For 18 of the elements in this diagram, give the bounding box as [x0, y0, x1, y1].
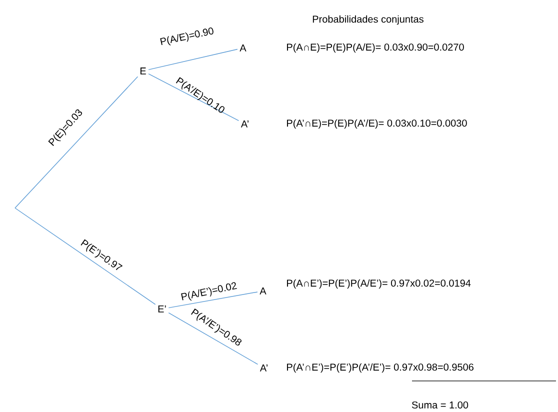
branch-line: [148, 48, 238, 70]
outcome-label: A’: [260, 364, 268, 372]
outcome-label: A’: [240, 120, 248, 128]
outcome-label: E’: [158, 306, 166, 312]
branch-line: [168, 312, 258, 365]
formula-text: P(A∩E)=P(E)P(A/E)= 0.03x0.90=0.0270: [287, 43, 464, 53]
outcome-label: A: [260, 288, 266, 294]
formula-text: Suma = 1.00: [412, 401, 468, 409]
branch-line: [14, 76, 138, 208]
outcome-label: E: [140, 68, 146, 74]
formula-text: Probabilidades conjuntas: [312, 15, 424, 25]
formula-text: P(A’∩E’)=P(E’)P(A’/E’)= 0.97x0.98=0.9506: [287, 363, 474, 373]
branch-line: [14, 208, 156, 305]
branch-line: [148, 74, 240, 122]
formula-text: P(A∩E’)=P(E’)P(A/E’)= 0.97x0.02=0.0194: [287, 279, 471, 289]
formula-text: P(A’∩E)=P(E)P(A’/E)= 0.03x0.10=0.0030: [287, 119, 467, 129]
branch-line: [168, 292, 258, 308]
outcome-label: A: [240, 44, 246, 52]
